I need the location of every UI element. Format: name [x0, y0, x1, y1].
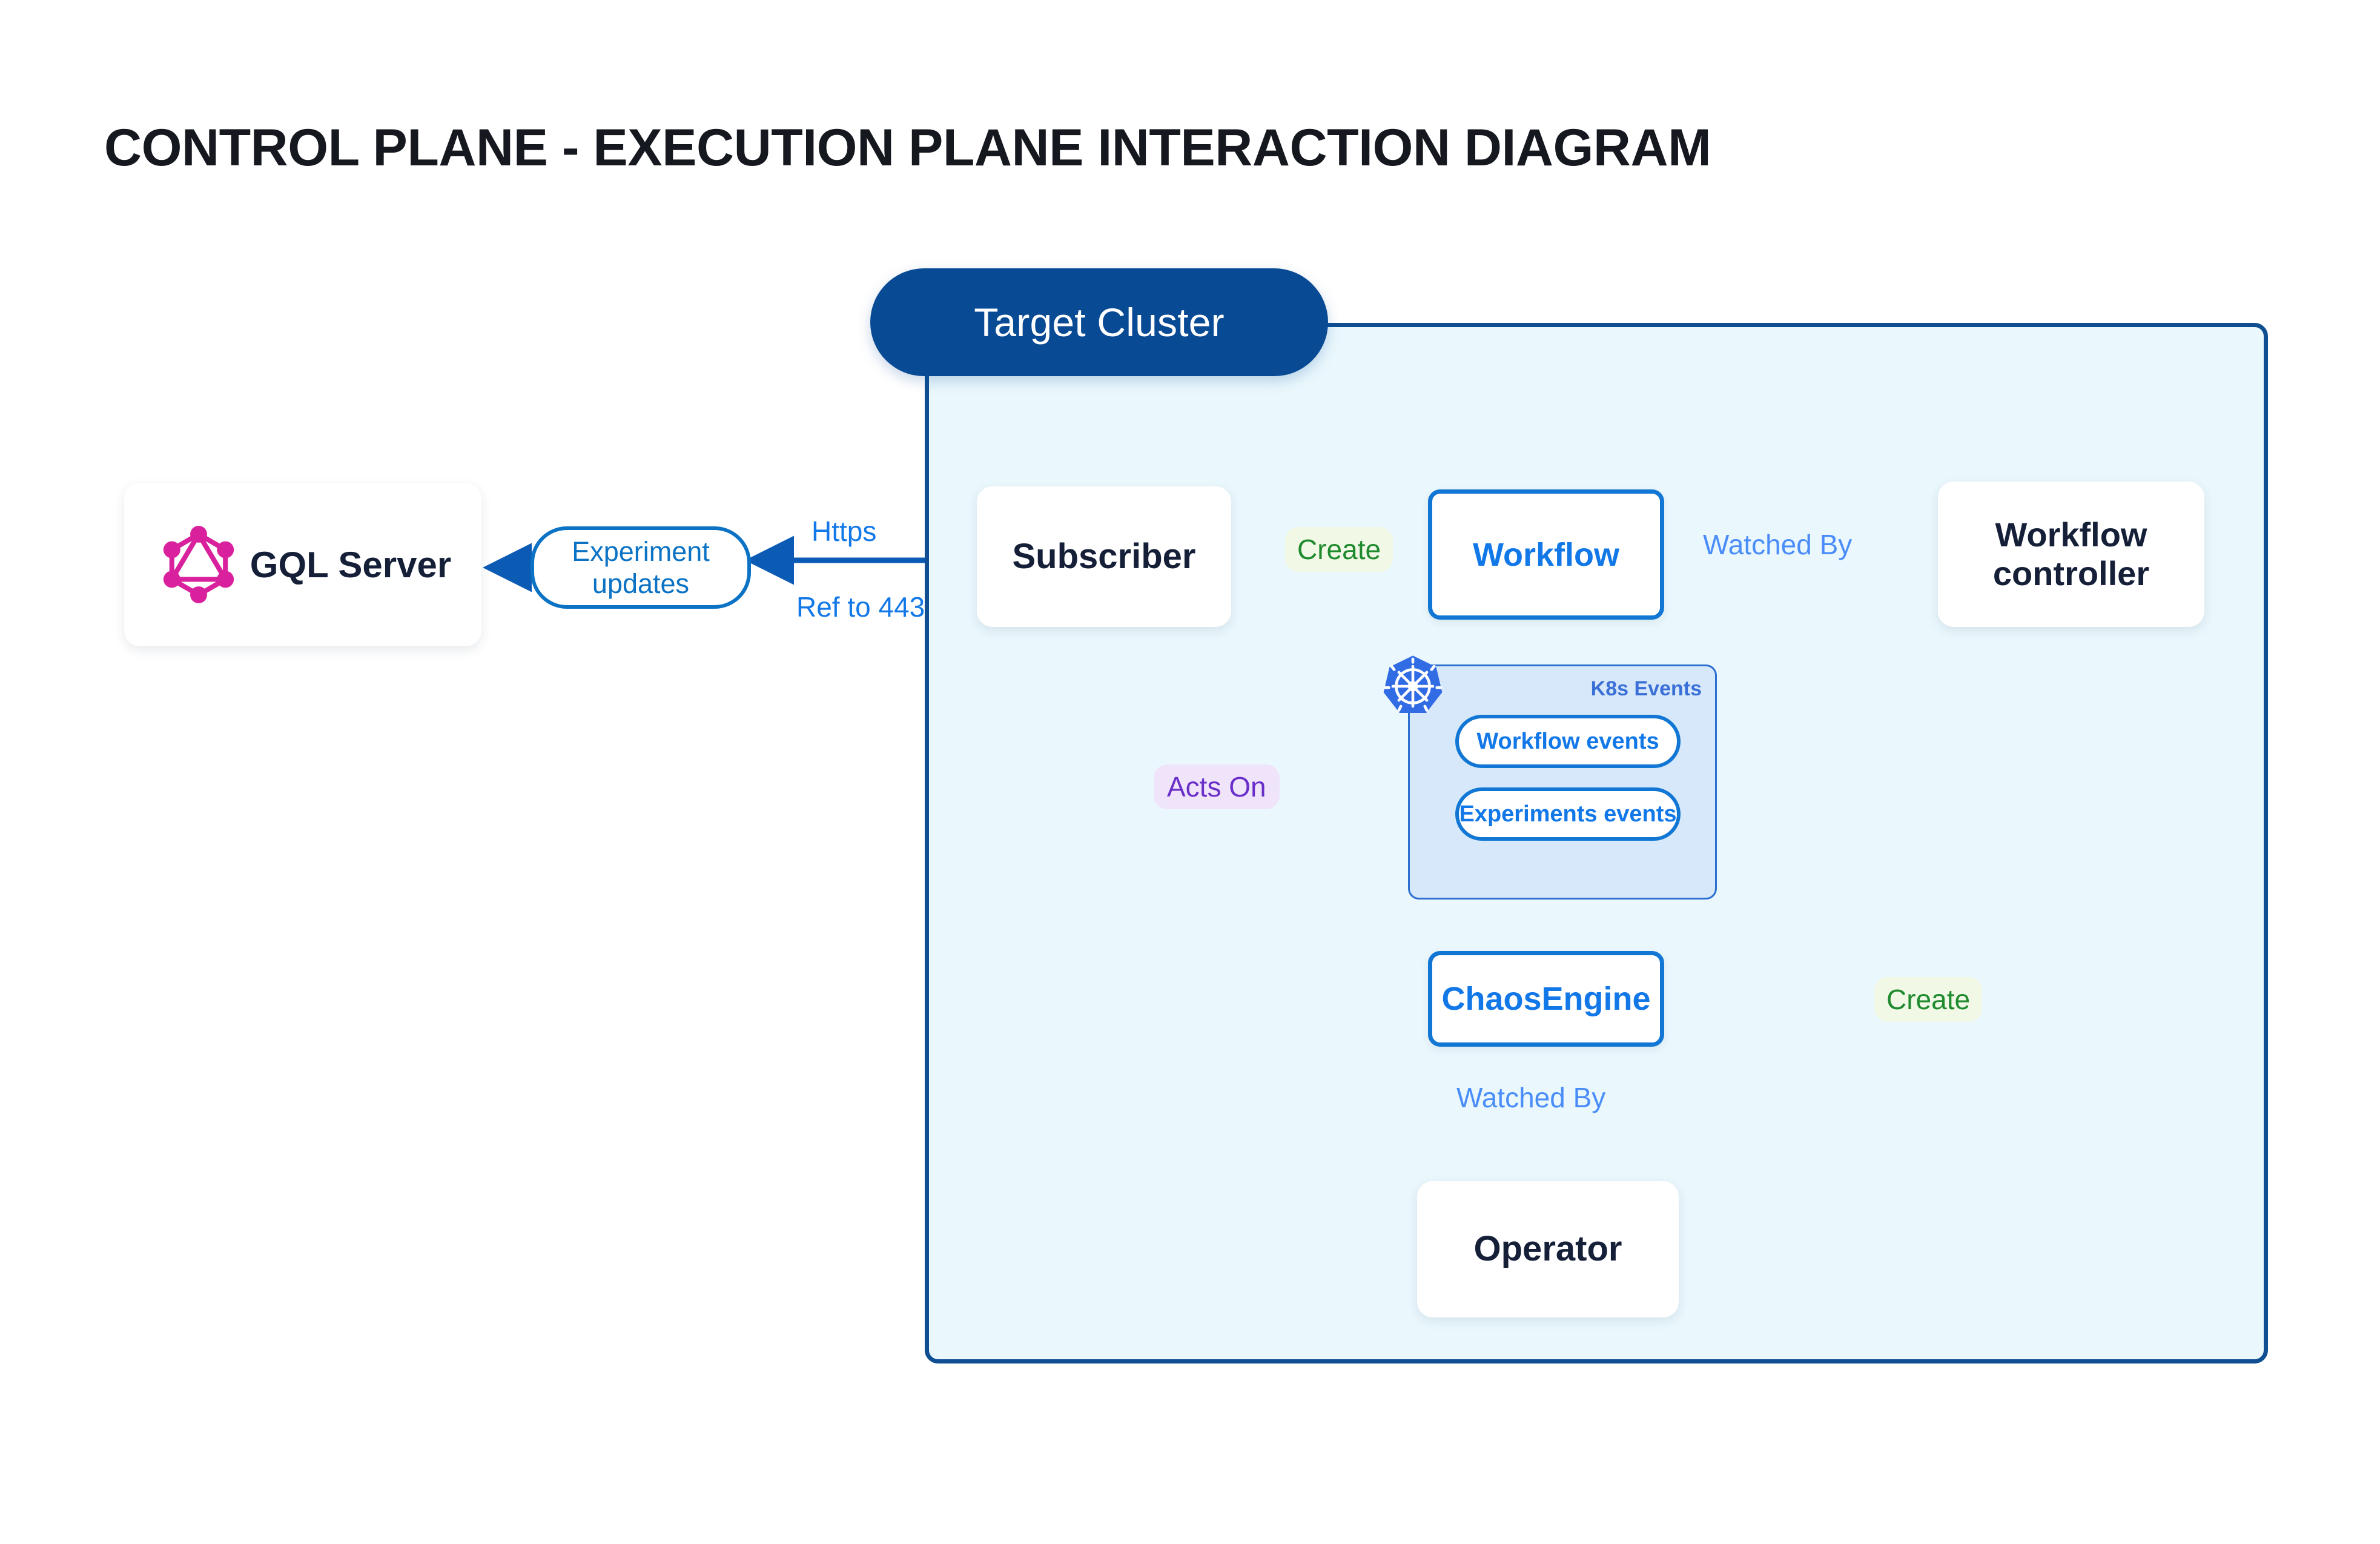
edge-label-watched-by-operator: Watched By [1456, 1082, 1606, 1113]
node-label: Operator [1473, 1229, 1622, 1269]
k8s-event-label: Workflow events [1476, 728, 1659, 754]
page-title: CONTROL PLANE - EXECUTION PLANE INTERACT… [104, 119, 1711, 177]
node-label: Workflow controller [1992, 515, 2150, 592]
node-label: ChaosEngine [1441, 981, 1651, 1017]
node-label: Workflow [1473, 536, 1619, 573]
edge-label-create-chaosengine: Create [1874, 977, 1983, 1022]
node-gql-server[interactable]: GQL Server [124, 483, 481, 646]
k8s-events-panel: K8s Events Workflow events Experiments e… [1408, 664, 1717, 900]
node-label: Subscriber [1012, 536, 1196, 576]
edge-label-ref-to-443: Ref to 443 [796, 591, 925, 623]
edge-label-line-2: updates [592, 568, 690, 599]
kubernetes-icon [1383, 655, 1443, 713]
target-cluster-label: Target Cluster [974, 300, 1225, 345]
target-cluster-title-pill[interactable]: Target Cluster [870, 268, 1328, 376]
edge-label-line-1: Experiment [572, 535, 710, 567]
node-operator[interactable]: Operator [1417, 1181, 1679, 1317]
node-workflow[interactable]: Workflow [1428, 489, 1664, 620]
k8s-event-label: Experiments events [1459, 801, 1677, 827]
edge-label-https: Https [812, 515, 877, 547]
k8s-events-title: K8s Events [1590, 677, 1702, 700]
edge-label-create-workflow: Create [1285, 527, 1393, 572]
k8s-event-experiments-events[interactable]: Experiments events [1455, 787, 1681, 841]
edge-label-acts-on: Acts On [1154, 764, 1280, 810]
edge-label-watched-by-controller: Watched By [1703, 529, 1853, 560]
edge-label-experiment-updates: Experiment updates [531, 526, 751, 609]
k8s-event-workflow-events[interactable]: Workflow events [1455, 715, 1681, 768]
node-subscriber[interactable]: Subscriber [977, 486, 1231, 627]
graphql-icon [163, 526, 234, 603]
node-chaosengine[interactable]: ChaosEngine [1428, 951, 1664, 1047]
node-workflow-controller[interactable]: Workflow controller [1938, 482, 2204, 627]
node-label: GQL Server [250, 544, 452, 585]
